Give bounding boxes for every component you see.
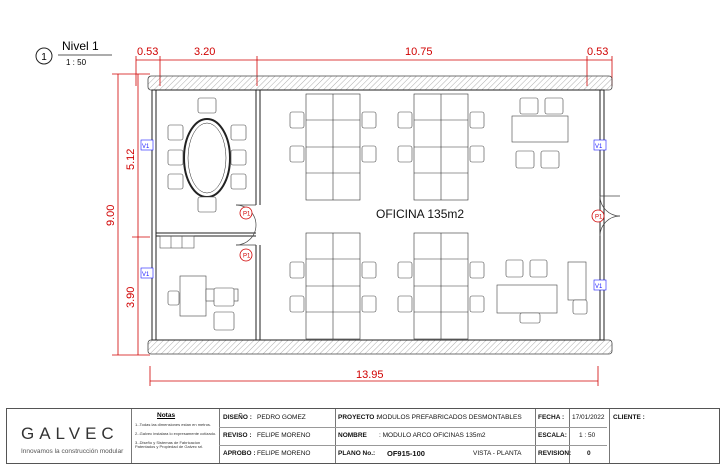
dim-top-3: 10.75 [405, 46, 433, 58]
office-desk-left [167, 275, 239, 331]
cliente-label: CLIENTE : [613, 414, 645, 421]
note-1: 1.-Todas las dimensiones estan en metros… [135, 422, 212, 427]
window-tag-4: V1 [595, 284, 603, 290]
door-tag-1: P1 [243, 212, 251, 218]
floor-plan: 1 Nivel 1 1 : 50 0.53 3.20 10.75 0.53 9.… [35, 39, 621, 386]
revision-label: REVISION: [538, 450, 572, 457]
window-tag-3: V1 [595, 144, 603, 150]
roof-band-bottom [147, 339, 613, 355]
dim-left-lower: 3.90 [125, 287, 137, 308]
proyecto-label: PROYECTO : [338, 414, 379, 421]
view-title: Nivel 1 [62, 39, 99, 53]
vista-value: VISTA - PLANTA [473, 450, 522, 457]
view-number: 1 [41, 52, 47, 63]
disenio-label: DISEÑO : [223, 414, 252, 421]
revision-value: 0 [587, 450, 591, 457]
logo-text: GALVEC [21, 424, 119, 443]
notes-title: Notas [157, 412, 176, 419]
disenio-value: PEDRO GOMEZ [257, 414, 306, 421]
window-tag-1: V1 [142, 144, 150, 150]
aprobo-label: APROBO : [223, 450, 256, 457]
fecha-value: 17/01/2022 [572, 414, 605, 421]
office-desk-right-upper [511, 97, 569, 169]
cabinet [159, 235, 195, 249]
dim-top-2: 3.20 [194, 46, 215, 58]
door-tag-3: P1 [595, 215, 603, 221]
door-tag-2: P1 [243, 254, 251, 260]
logo-tagline: Innovamos la construcción modular [21, 448, 124, 455]
title-block: GALVEC Innovamos la construcción modular… [6, 408, 720, 464]
room-label: OFICINA 135m2 [376, 207, 464, 221]
reviso-label: REVISO : [223, 432, 252, 439]
aprobo-value: FELIPE MORENO [257, 450, 311, 457]
workstation-chairs [289, 111, 485, 313]
dim-bottom: 13.95 [356, 369, 384, 381]
nombre-label: NOMBRE [338, 432, 367, 439]
dim-left-upper: 5.12 [125, 149, 137, 170]
escala-value: 1 : 50 [579, 432, 596, 439]
workstations [305, 93, 469, 340]
dim-top-4: 0.53 [587, 46, 608, 58]
roof-band-top [147, 75, 613, 91]
plano-label: PLANO No.: [338, 450, 376, 457]
office-desk-right-lower [496, 259, 588, 324]
meeting-chairs [167, 97, 247, 213]
window-tag-2: V1 [142, 272, 150, 278]
dim-left-total: 9.00 [105, 205, 117, 226]
note-3: 3.-Diseño y Sistemas de Fabricacion Pate… [135, 440, 204, 450]
view-label: 1 Nivel 1 1 : 50 [35, 39, 112, 67]
company-logo: GALVEC Innovamos la construcción modular [11, 415, 129, 459]
escala-label: ESCALA: [538, 432, 567, 439]
view-scale: 1 : 50 [66, 58, 87, 67]
proyecto-value: MODULOS PREFABRICADOS DESMONTABLES [377, 414, 522, 421]
dim-top-1: 0.53 [137, 46, 158, 58]
meeting-table [183, 118, 231, 198]
plano-value: OF915-100 [387, 449, 425, 458]
reviso-value: FELIPE MORENO [257, 432, 311, 439]
note-2: 2.-Galvec instalara lo expresamente coti… [135, 431, 217, 436]
fecha-label: FECHA : [538, 414, 565, 421]
nombre-value: : MODULO ARCO OFICINAS 135m2 [379, 432, 486, 439]
